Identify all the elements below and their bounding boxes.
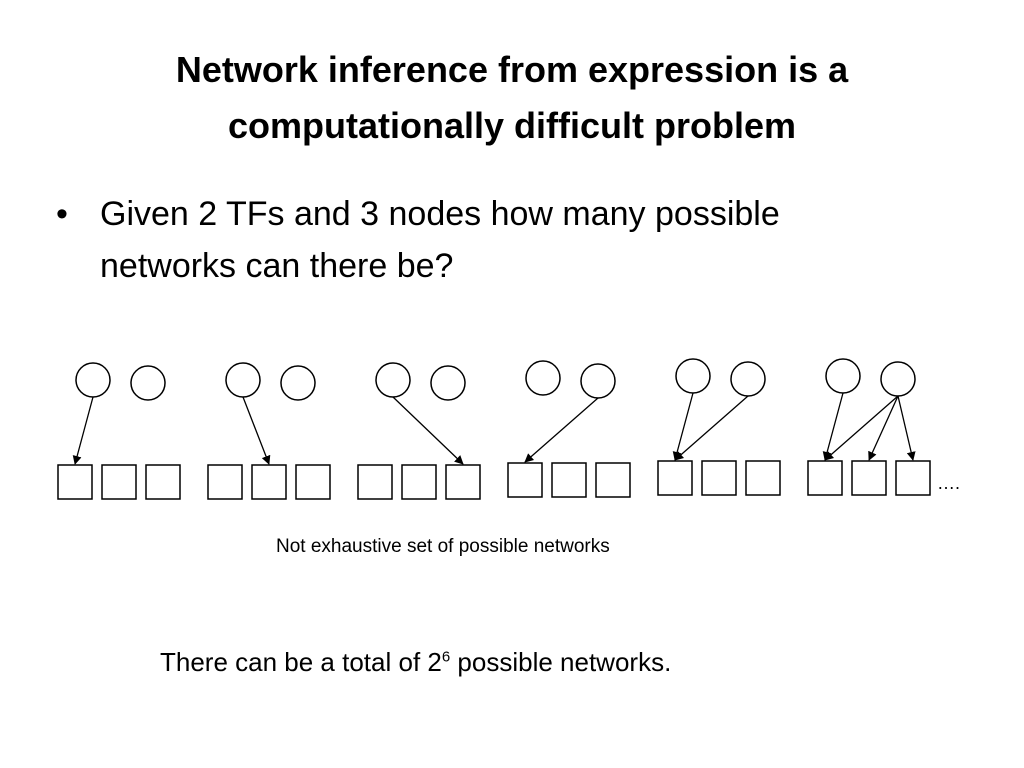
gene-node-box: [895, 460, 931, 496]
slide-title: Network inference from expression is a c…: [72, 42, 952, 154]
tf-node-circle: [75, 362, 111, 398]
tf-node-circle: [525, 360, 561, 396]
tf-node-circle: [675, 358, 711, 394]
gene-node-box: [595, 462, 631, 498]
network-2: [207, 362, 331, 500]
tf-node-circle: [375, 362, 411, 398]
slide-title-line-1: Network inference from expression is a: [175, 49, 849, 90]
diagram-caption: Not exhaustive set of possible networks: [276, 536, 610, 557]
total-prefix: There can be a total of 2: [160, 647, 442, 677]
gene-node-box: [445, 464, 481, 500]
regulation-arrow: [824, 395, 899, 461]
bullet-line-1: Given 2 TFs and 3 nodes how many possibl…: [100, 195, 780, 233]
regulation-arrow: [674, 395, 749, 461]
gene-node-box: [57, 464, 93, 500]
total-exponent: 6: [441, 648, 451, 666]
tf-node-circle: [880, 361, 916, 397]
tf-node-circle: [225, 362, 261, 398]
bullet-line-2: networks can there be?: [100, 247, 454, 285]
gene-node-box: [701, 460, 737, 496]
gene-node-box: [207, 464, 243, 500]
regulation-arrow: [672, 392, 694, 461]
regulation-arrow: [72, 396, 94, 465]
slide-title-line-2: computationally difficult problem: [227, 105, 797, 146]
gene-node-box: [507, 462, 543, 498]
network-6: [807, 358, 931, 496]
gene-node-box: [745, 460, 781, 496]
tf-node-circle: [825, 358, 861, 394]
network-3: [357, 362, 481, 500]
gene-node-box: [357, 464, 393, 500]
network-1: [57, 362, 181, 500]
gene-node-box: [807, 460, 843, 496]
gene-node-box: [551, 462, 587, 498]
regulation-arrow: [822, 392, 844, 461]
bullet-item: Given 2 TFs and 3 nodes how many possibl…: [56, 188, 956, 292]
more-networks-ellipsis: ….: [937, 473, 960, 493]
regulation-arrow: [242, 396, 271, 465]
gene-node-box: [295, 464, 331, 500]
regulation-arrow: [524, 397, 599, 463]
bullet-list: Given 2 TFs and 3 nodes how many possibl…: [56, 188, 956, 292]
network-4: [507, 360, 631, 498]
tf-node-circle: [580, 363, 616, 399]
gene-node-box: [851, 460, 887, 496]
total-suffix: possible networks.: [450, 647, 672, 677]
gene-node-box: [251, 464, 287, 500]
regulation-arrow: [897, 395, 916, 461]
gene-node-box: [657, 460, 693, 496]
regulation-arrow: [868, 395, 899, 461]
total-networks-statement: There can be a total of 26 possible netw…: [160, 642, 671, 682]
gene-node-box: [145, 464, 181, 500]
tf-node-circle: [280, 365, 316, 401]
gene-node-box: [401, 464, 437, 500]
regulation-arrow: [392, 396, 464, 465]
gene-node-box: [101, 464, 137, 500]
tf-node-circle: [130, 365, 166, 401]
network-5: [657, 358, 781, 496]
tf-node-circle: [730, 361, 766, 397]
tf-node-circle: [430, 365, 466, 401]
